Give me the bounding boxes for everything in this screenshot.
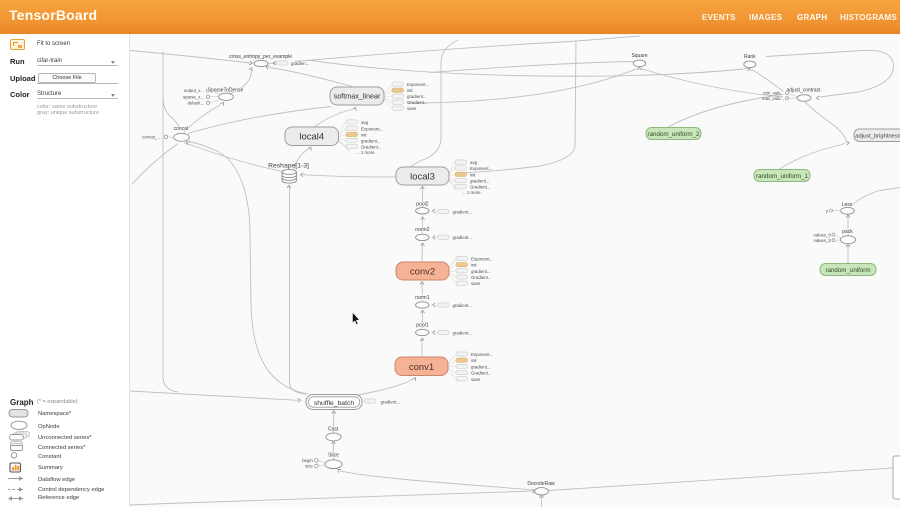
svg-text:init: init	[407, 88, 413, 93]
svg-text:avg: avg	[361, 120, 369, 125]
svg-text:conv2: conv2	[410, 267, 435, 278]
svg-text:adjust_contrast: adjust_contrast	[787, 88, 822, 94]
svg-text:random_uniform: random_uniform	[825, 267, 870, 274]
svg-text:init: init	[361, 133, 367, 138]
svg-text:init: init	[471, 358, 477, 363]
svg-text:Gradient...: Gradient...	[407, 100, 428, 105]
svg-text:Gradient...: Gradient...	[470, 185, 491, 190]
svg-text:Square: Square	[631, 53, 647, 59]
svg-text:y: y	[826, 208, 829, 213]
svg-text:Rank: Rank	[744, 54, 756, 60]
svg-text:values_2: values_2	[814, 238, 832, 243]
svg-text:gradient...: gradient...	[453, 235, 473, 240]
svg-text:pool2: pool2	[416, 201, 428, 207]
svg-text:... 1 more: ... 1 more	[356, 150, 375, 155]
svg-text:gradient...: gradient...	[453, 210, 473, 215]
svg-text:gradient...: gradient...	[470, 179, 490, 184]
svg-text:Less: Less	[842, 202, 853, 208]
svg-text:pool1: pool1	[416, 323, 428, 329]
svg-text:DecodeRaw: DecodeRaw	[527, 481, 555, 487]
svg-text:conv1: conv1	[409, 362, 434, 373]
svg-text:init: init	[470, 172, 476, 177]
svg-text:min_valu...: min_valu...	[763, 91, 784, 96]
svg-text:default...: default...	[188, 101, 204, 106]
svg-text:norm1: norm1	[415, 295, 429, 301]
svg-text:Cast: Cast	[328, 426, 339, 432]
svg-text:size: size	[305, 464, 313, 469]
svg-text:Exponent...: Exponent...	[470, 166, 492, 171]
svg-text:gradien...: gradien...	[291, 61, 309, 66]
svg-text:save: save	[471, 377, 481, 382]
svg-text:gradient...: gradient...	[453, 303, 473, 308]
svg-text:save: save	[471, 281, 481, 286]
svg-text:Reshape[1-3]: Reshape[1-3]	[268, 162, 309, 169]
svg-text:save: save	[407, 106, 417, 111]
svg-text:avg: avg	[470, 160, 478, 165]
svg-text:Slice: Slice	[328, 453, 339, 459]
svg-text:random_uniform_1: random_uniform_1	[756, 173, 808, 180]
svg-text:init: init	[471, 263, 477, 268]
svg-text:... 1 more: ... 1 more	[462, 190, 481, 195]
svg-text:Gradient...: Gradient...	[471, 275, 492, 280]
svg-text:gradient...: gradient...	[453, 331, 473, 336]
svg-text:Exponent...: Exponent...	[407, 82, 429, 87]
svg-text:gradient...: gradient...	[381, 399, 401, 404]
svg-text:max_valu...: max_valu...	[762, 96, 784, 101]
svg-text:Exponent...: Exponent...	[471, 256, 493, 261]
svg-text:softmax_linear: softmax_linear	[334, 92, 381, 101]
svg-text:gradient...: gradient...	[361, 138, 381, 143]
svg-text:begin: begin	[302, 458, 313, 463]
svg-text:local4: local4	[299, 132, 324, 143]
svg-text:sparse_x...: sparse_x...	[183, 94, 204, 99]
svg-text:local3: local3	[410, 172, 435, 183]
svg-text:gradient...: gradient...	[471, 364, 491, 369]
svg-text:Gradient...: Gradient...	[361, 144, 382, 149]
svg-text:shuffle_batch: shuffle_batch	[314, 400, 355, 407]
svg-text:pack: pack	[842, 229, 853, 235]
svg-text:Exponent...: Exponent...	[361, 126, 383, 131]
svg-text:Gradient...: Gradient...	[471, 371, 492, 376]
svg-text:values_0: values_0	[814, 232, 832, 237]
svg-text:output_x...: output_x...	[184, 88, 204, 93]
svg-text:gradient...: gradient...	[407, 94, 427, 99]
svg-text:concat_…: concat_…	[142, 135, 161, 140]
svg-text:norm2: norm2	[415, 227, 429, 233]
svg-text:cross_entropy_per_example: cross_entropy_per_example	[229, 54, 292, 60]
svg-text:concat: concat	[174, 126, 189, 132]
svg-text:adjust_brightness: adjust_brightness	[855, 134, 900, 140]
svg-text:gradient...: gradient...	[471, 269, 491, 274]
svg-text:random_uniform_2: random_uniform_2	[648, 131, 700, 138]
svg-text:SparseToDense: SparseToDense	[208, 87, 244, 93]
svg-text:Exponent...: Exponent...	[471, 352, 493, 357]
